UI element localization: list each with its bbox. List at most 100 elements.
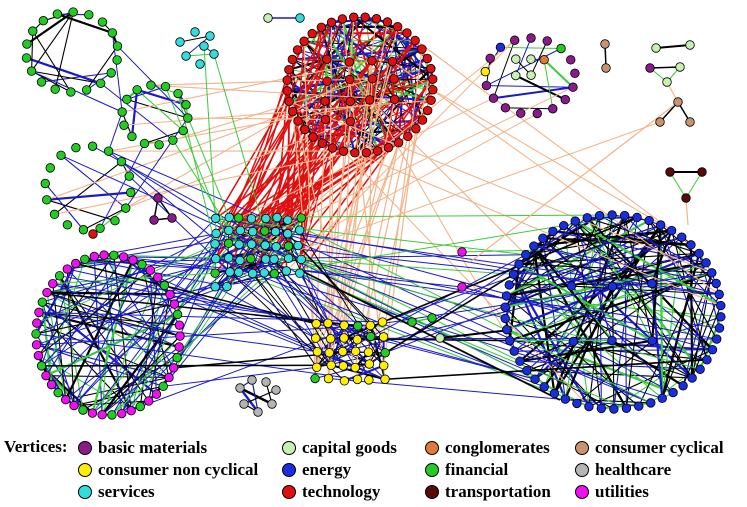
vertex-services: [235, 225, 246, 236]
vertex-technology: [371, 14, 382, 24]
vertex-energy: [548, 226, 558, 237]
vertex-utilities: [60, 395, 71, 405]
graph-edge: [215, 21, 333, 219]
vertex-capital-goods: [662, 77, 672, 87]
graph-edge: [251, 379, 259, 413]
vertex-energy: [621, 403, 632, 413]
graph-edge: [385, 236, 682, 354]
vertex-technology: [322, 54, 332, 64]
vertex-consumer-non-cyclical: [311, 319, 322, 329]
graph-edge: [469, 101, 679, 263]
legend-label: healthcare: [595, 460, 672, 479]
vertex-financial: [22, 39, 32, 49]
graph-edge: [509, 236, 682, 286]
vertex-energy: [714, 323, 725, 333]
vertex-services: [293, 240, 303, 251]
vertex-financial: [78, 225, 89, 235]
vertex-financial: [106, 68, 116, 78]
vertex-technology: [361, 148, 371, 158]
graph-edge: [574, 220, 653, 284]
vertex-financial: [427, 313, 437, 323]
vertex-services: [272, 212, 282, 223]
graph-edge: [650, 230, 673, 284]
graph-edge: [285, 39, 516, 272]
vertex-basic-materials: [488, 93, 499, 103]
vertex-capital-goods: [526, 70, 536, 80]
vertex-healthcare: [235, 383, 245, 393]
vertex-technology: [350, 148, 360, 158]
graph-edge: [275, 231, 713, 351]
vertex-energy: [529, 241, 539, 251]
graph-edge: [108, 111, 123, 152]
legend-item-conglomerates: conglomerates: [425, 438, 550, 458]
legend-item-services: services: [78, 482, 155, 502]
vertex-energy: [500, 302, 510, 312]
graph-edge: [52, 283, 358, 327]
vertex-financial: [54, 271, 65, 281]
graph-edge: [125, 117, 189, 209]
graph-edge: [57, 13, 113, 34]
graph-edge: [682, 294, 720, 386]
graph-edge: [86, 45, 118, 91]
graph-edge: [36, 257, 289, 346]
vertex-technology: [307, 28, 317, 39]
legend-marker: [282, 485, 296, 499]
graph-edge: [461, 286, 511, 301]
graph-edge: [286, 136, 314, 234]
vertex-energy: [521, 250, 531, 260]
vertex-consumer-non-cyclical: [350, 346, 361, 357]
vertex-utilities: [97, 410, 107, 420]
vertex-utilities: [32, 318, 42, 328]
legend-label: energy: [302, 460, 352, 479]
graph-edge: [213, 53, 266, 232]
vertex-financial: [87, 141, 98, 151]
vertex-services: [234, 267, 244, 277]
vertex-services: [209, 49, 219, 59]
graph-edge: [37, 355, 53, 386]
graph-edge: [52, 283, 67, 400]
vertex-financial: [66, 87, 76, 97]
graph-edge: [229, 271, 316, 339]
legend-marker: [575, 485, 589, 499]
graph-edge: [397, 26, 692, 246]
legend-marker: [78, 441, 92, 455]
graph-edge: [111, 230, 230, 416]
vertex-basic-materials: [485, 53, 495, 63]
graph-edge: [316, 26, 399, 368]
vertex-energy: [655, 220, 666, 230]
legend-label: basic materials: [98, 438, 208, 457]
vertex-technology: [422, 105, 433, 116]
vertex-energy: [666, 225, 677, 236]
vertex-energy: [559, 220, 569, 231]
graph-edge: [371, 60, 431, 70]
graph-edge: [100, 82, 174, 141]
vertex-basic-materials: [153, 193, 163, 203]
vertex-financial: [380, 348, 390, 358]
vertex-energy: [570, 216, 580, 226]
vertex-consumer-non-cyclical: [338, 346, 348, 357]
vertex-utilities: [126, 406, 136, 416]
vertex-utilities: [118, 252, 129, 262]
vertex-energy: [619, 210, 630, 221]
vertex-financial: [353, 321, 363, 331]
graph-edge: [506, 216, 638, 297]
graph-edge: [343, 99, 396, 339]
vertex-financial: [95, 78, 106, 88]
vertex-financial: [116, 156, 127, 167]
vertex-energy: [505, 335, 515, 346]
legend-item-transportation: transportation: [425, 482, 551, 502]
vertex-energy: [716, 312, 726, 322]
graph-edge: [342, 215, 600, 352]
vertex-technology: [320, 114, 331, 125]
vertex-financial: [37, 297, 48, 307]
graph-edge: [655, 44, 691, 49]
vertex-energy: [495, 42, 506, 53]
legend-marker: [282, 463, 296, 477]
vertex-energy: [677, 232, 687, 242]
vertex-technology: [372, 146, 383, 156]
vertex-healthcare: [239, 399, 249, 409]
vertex-technology: [284, 64, 294, 75]
legend-label: consumer cyclical: [595, 438, 724, 457]
graph-edge: [54, 11, 74, 90]
legend-marker: [78, 485, 92, 499]
